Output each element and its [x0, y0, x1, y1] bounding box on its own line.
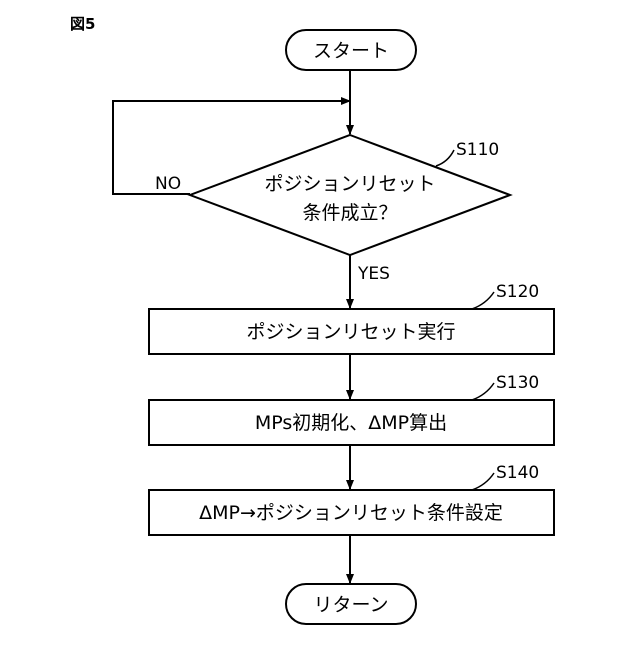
process-s130-label: MPs初期化、ΔMP算出: [255, 412, 447, 434]
process-s140-label: ΔMP→ポジションリセット条件設定: [199, 502, 503, 524]
step-s120-label: S120: [496, 282, 539, 302]
step-s130-leader: [472, 383, 494, 400]
step-s130-label: S130: [496, 373, 539, 393]
no-label: NO: [155, 174, 181, 194]
decision-line2: 条件成立？: [302, 202, 397, 224]
step-s120-leader: [472, 292, 494, 309]
step-s140-leader: [472, 473, 494, 490]
end-label: リターン: [313, 594, 388, 616]
step-s110-label: S110: [456, 140, 499, 160]
figure-label: 図5: [70, 15, 95, 33]
start-label: スタート: [313, 40, 389, 62]
yes-label: YES: [357, 264, 390, 284]
process-s120-label: ポジションリセット実行: [246, 321, 455, 343]
step-s140-label: S140: [496, 463, 539, 483]
decision-line1: ポジションリセット: [264, 173, 435, 195]
step-s110-leader: [436, 150, 454, 166]
